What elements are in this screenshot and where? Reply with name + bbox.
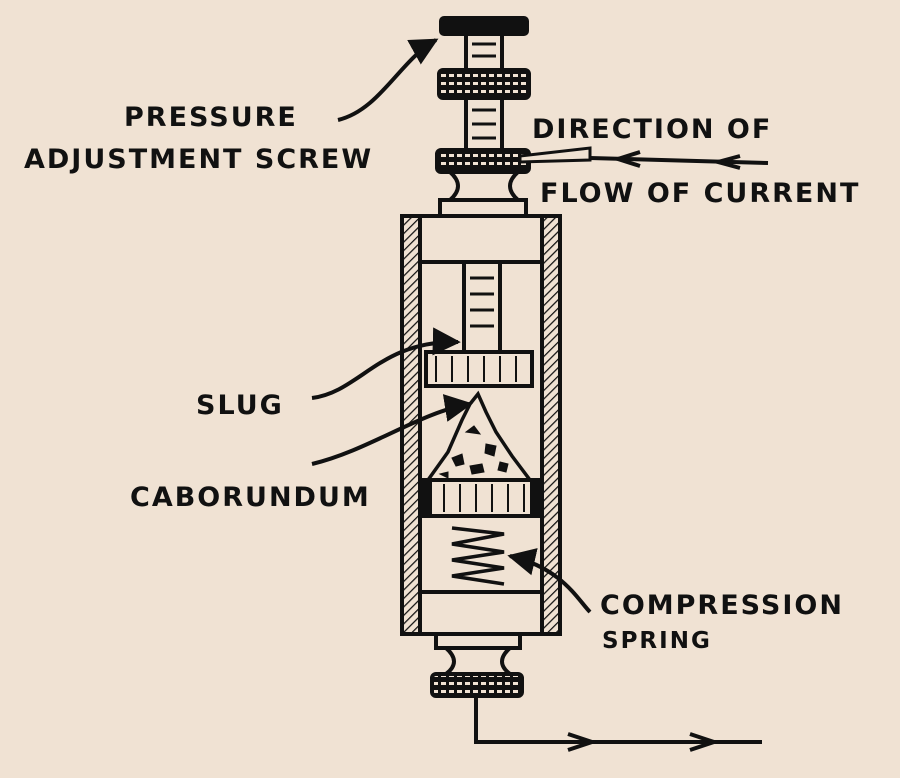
label-spring: SPRING bbox=[602, 628, 712, 654]
leader-arrow-slug bbox=[311, 327, 461, 400]
inner-screw-shaft bbox=[462, 260, 502, 354]
label-adjustment-screw: ADJUSTMENT SCREW bbox=[24, 144, 374, 175]
bottom-terminal bbox=[430, 632, 524, 698]
label-flow-of-current: FLOW OF CURRENT bbox=[540, 178, 861, 209]
label-compression: COMPRESSION bbox=[600, 590, 844, 621]
carborundum-crystal bbox=[424, 390, 534, 482]
compression-spring bbox=[451, 526, 505, 586]
label-direction-of: DIRECTION OF bbox=[532, 114, 773, 145]
label-pressure: PRESSURE bbox=[124, 102, 298, 133]
output-lead bbox=[474, 696, 762, 752]
leader-arrow-caborundum bbox=[311, 394, 473, 466]
top-terminal bbox=[435, 148, 531, 218]
pressure-adjustment-screw bbox=[437, 16, 531, 152]
input-lead bbox=[518, 146, 769, 170]
leader-arrow-pressure bbox=[337, 38, 439, 122]
crystal-cup bbox=[418, 478, 544, 518]
label-slug: SLUG bbox=[196, 390, 284, 421]
slug bbox=[424, 350, 534, 388]
label-caborundum: CABORUNDUM bbox=[130, 482, 371, 513]
leader-arrow-spring bbox=[507, 548, 592, 614]
